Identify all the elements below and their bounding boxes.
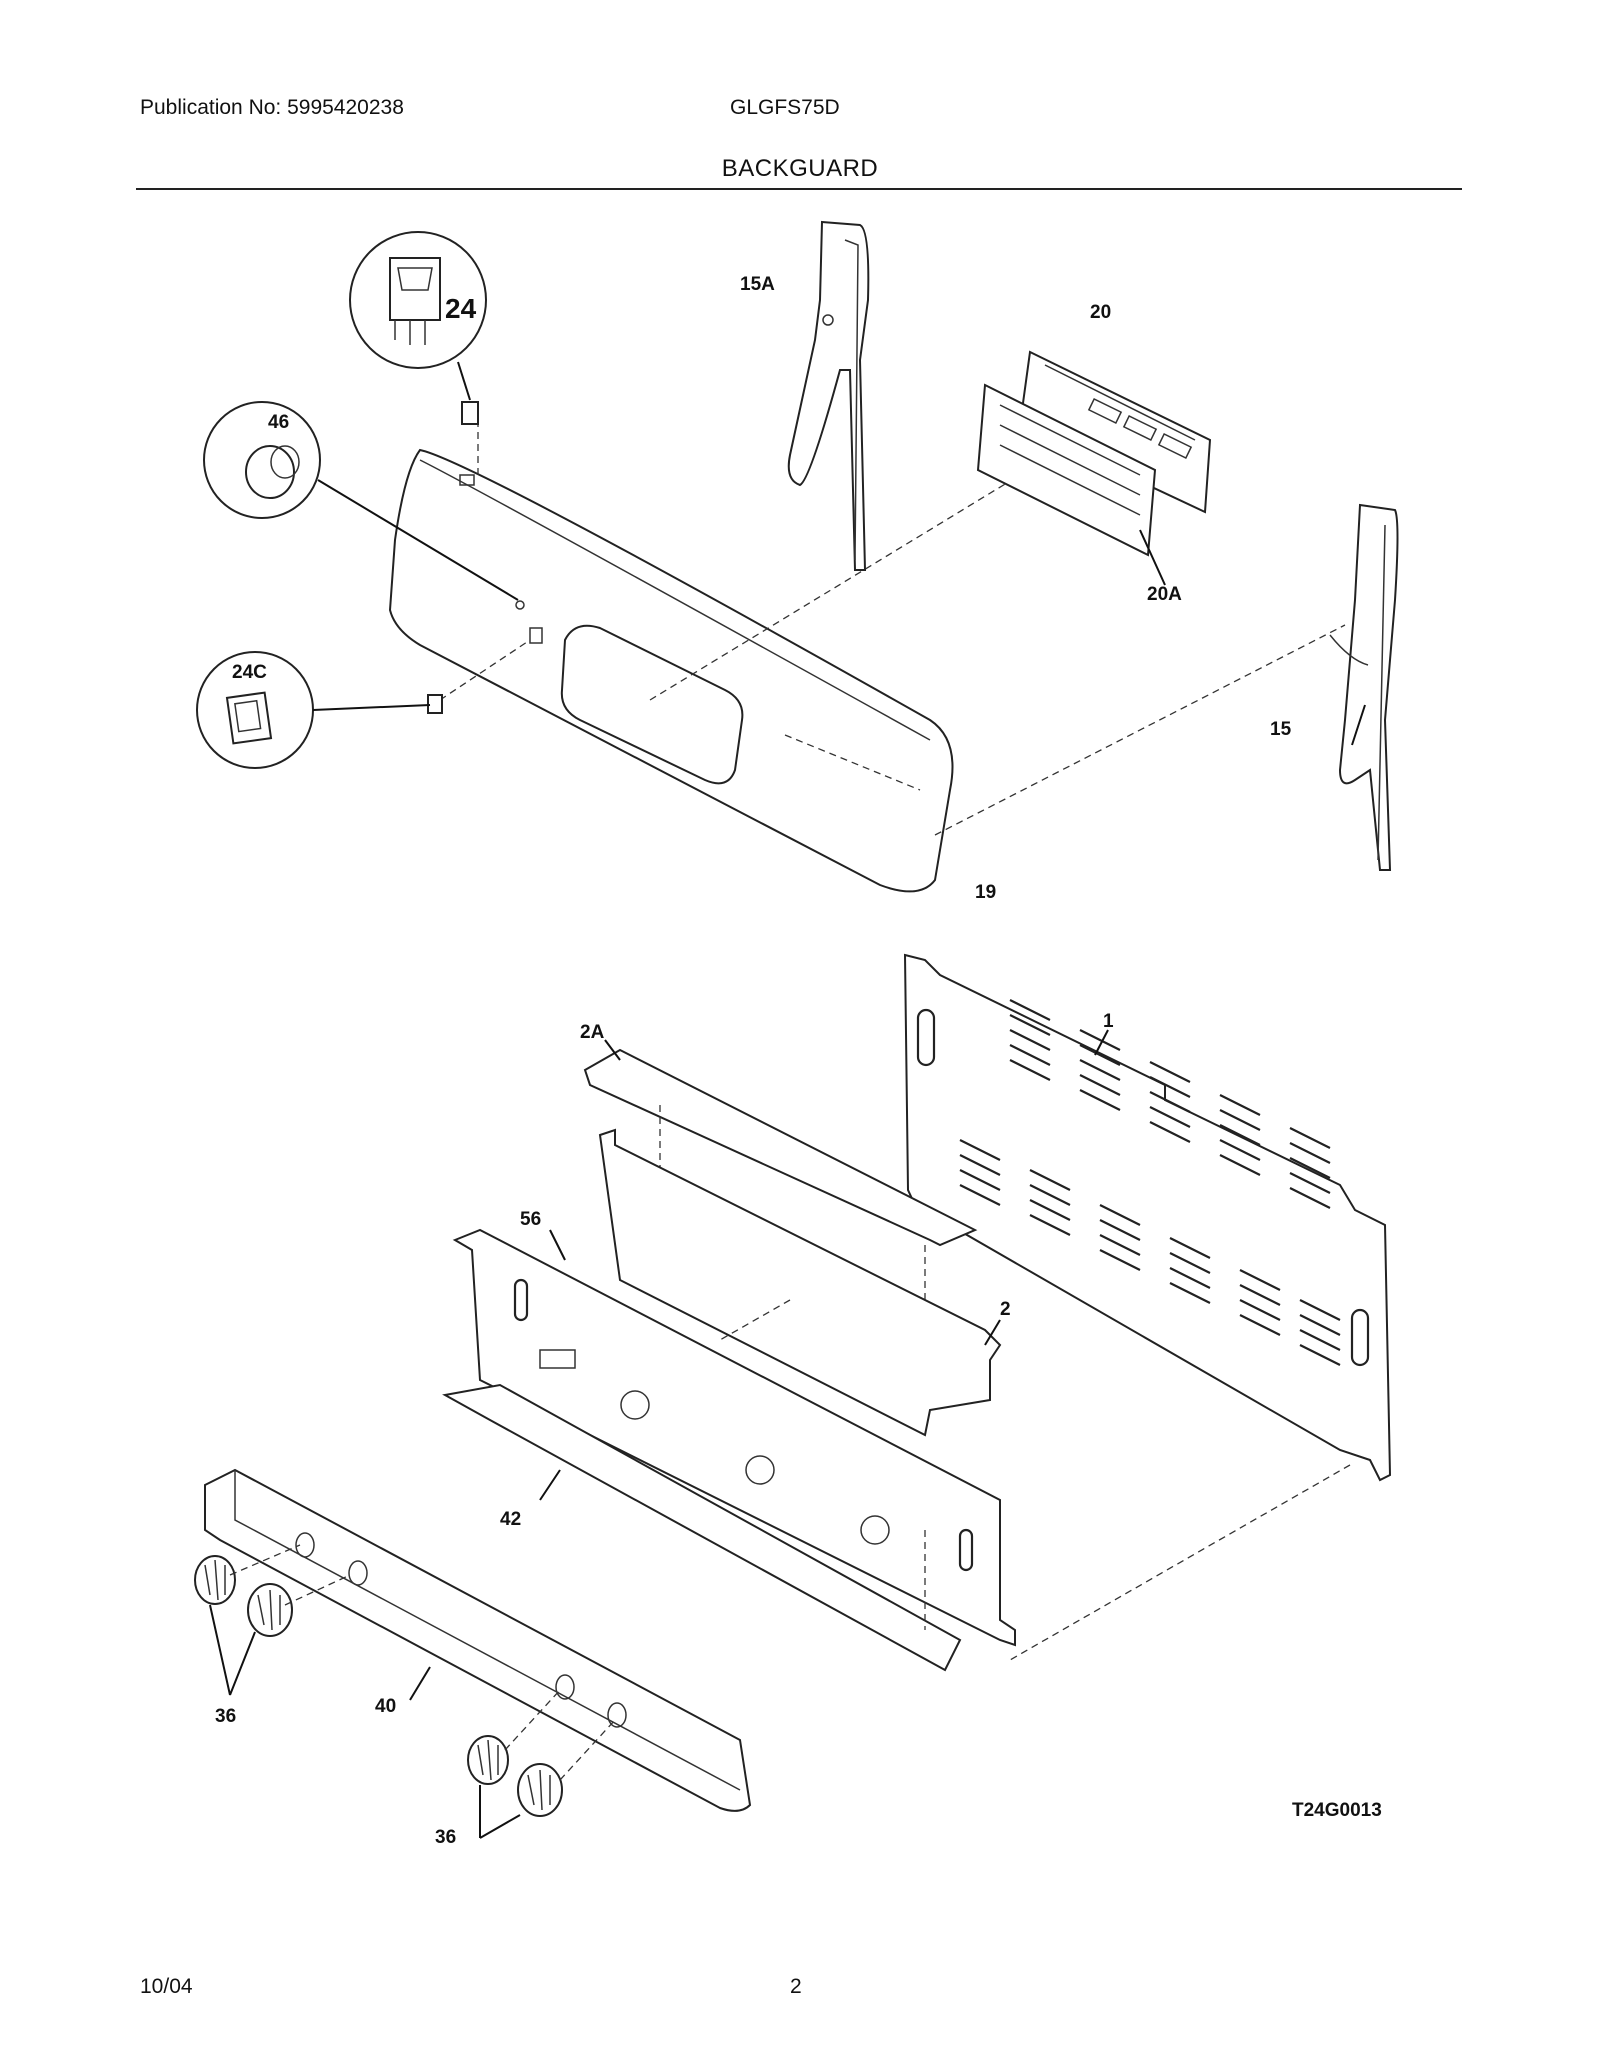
backguard-panel[interactable]: [388, 425, 1346, 893]
knobs-36-lower[interactable]: [467, 1689, 616, 1839]
callout-15a: 15A: [740, 274, 775, 295]
header-rule: [136, 188, 1462, 190]
publication-number: Publication No: 5995420238: [140, 96, 404, 119]
callout-36-lower: 36: [435, 1827, 456, 1848]
section-title: BACKGUARD: [721, 155, 879, 182]
callout-20a: 20A: [1147, 584, 1182, 605]
bracket-15[interactable]: [1329, 503, 1399, 871]
switch-24-detail[interactable]: [349, 231, 487, 425]
manifold-panel-56[interactable]: [452, 1228, 1016, 1647]
knobs-36-upper[interactable]: [194, 1544, 351, 1696]
callout-36-upper: 36: [215, 1706, 236, 1727]
bracket-15a[interactable]: [787, 220, 870, 571]
callout-56: 56: [520, 1209, 541, 1230]
footer-date: 10/04: [140, 1975, 193, 1998]
model-number: GLGFS75D: [730, 96, 840, 119]
callout-24c: 24C: [232, 662, 267, 683]
callout-2: 2: [1000, 1299, 1011, 1320]
rear-panel-1[interactable]: [903, 953, 1392, 1661]
callout-1: 1: [1103, 1011, 1114, 1032]
callout-20: 20: [1090, 302, 1111, 323]
page-number: 2: [790, 1975, 802, 1998]
callout-2a: 2A: [580, 1022, 605, 1043]
drawing-code: T24G0013: [1292, 1800, 1382, 1821]
knob-46-detail[interactable]: [203, 401, 519, 601]
callout-46: 46: [268, 412, 289, 433]
callout-19: 19: [975, 882, 996, 903]
callout-42: 42: [500, 1509, 521, 1530]
trim-42[interactable]: [442, 1383, 962, 1672]
switch-24c-detail[interactable]: [196, 651, 443, 769]
control-board-20[interactable]: [1018, 350, 1212, 514]
callout-24: 24: [445, 293, 477, 324]
callout-15: 15: [1270, 719, 1292, 740]
shield-2a[interactable]: [583, 1039, 978, 1320]
control-panel-40[interactable]: [204, 1468, 752, 1812]
panel-2[interactable]: [598, 1128, 1002, 1437]
callout-40: 40: [375, 1696, 396, 1717]
overlay-20a[interactable]: [976, 383, 1166, 586]
